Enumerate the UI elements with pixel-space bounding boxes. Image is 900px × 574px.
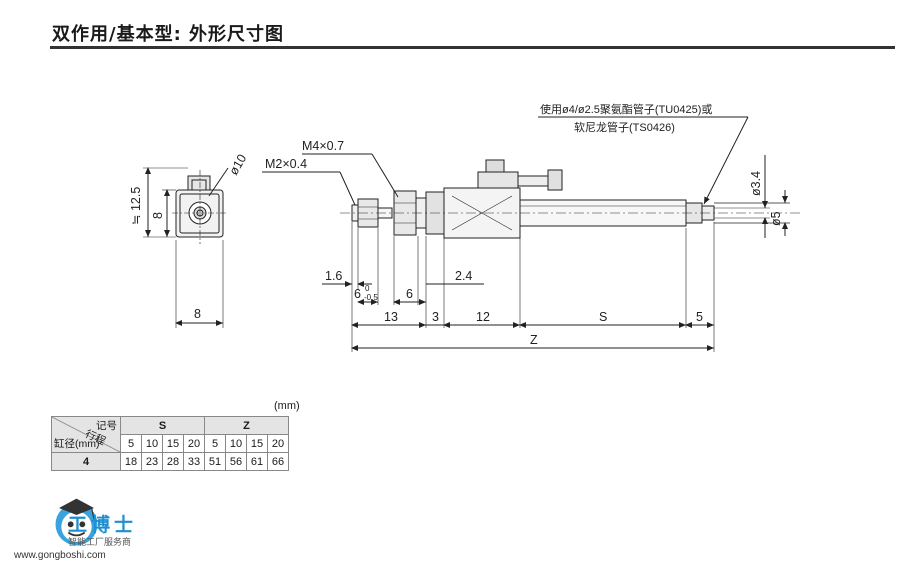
dim-3-label: 3 <box>432 310 439 324</box>
value-cell: 23 <box>141 452 163 471</box>
dim-phi10-label: ø10 <box>226 152 249 178</box>
dim-phi5-label: ø5 <box>769 211 783 226</box>
group-header-z: Z <box>204 416 289 435</box>
dim-s-label: S <box>599 310 607 324</box>
value-cell: 28 <box>162 452 184 471</box>
stroke-header: 5 <box>204 434 226 453</box>
side-view <box>262 116 800 352</box>
stroke-header: 15 <box>246 434 268 453</box>
dim-tol-lower: -0.5 <box>364 293 378 302</box>
front-view <box>143 167 229 328</box>
stroke-header: 15 <box>162 434 184 453</box>
thread-m4-label: M4×0.7 <box>302 139 344 153</box>
stroke-header: 5 <box>120 434 142 453</box>
page-title: 双作用/基本型: 外形尺寸图 <box>52 24 285 45</box>
value-cell: 66 <box>267 452 289 471</box>
stroke-header: 10 <box>141 434 163 453</box>
dim-13-label: 13 <box>384 310 398 324</box>
tube-note-line2: 软尼龙管子(TS0426) <box>574 120 675 134</box>
tube-note-line1: 使用ø4/ø2.5聚氨酯管子(TU0425)或 <box>540 102 712 116</box>
dim-8-vertical-label: 8 <box>151 212 165 219</box>
table-corner-cell: 记号 行程 缸径(mm) <box>51 416 121 453</box>
dim-12-label: 12 <box>476 310 490 324</box>
value-cell: 56 <box>225 452 247 471</box>
dim-2-4-label: 2.4 <box>455 269 472 283</box>
bore-cell: 4 <box>51 452 121 471</box>
logo-url: www.gongboshi.com <box>14 550 106 561</box>
dim-phi3-4-label: ø3.4 <box>749 171 763 196</box>
thread-m2-label: M2×0.4 <box>265 157 307 171</box>
corner-symbol-label: 记号 <box>96 420 117 432</box>
table-row: 4 18 23 28 33 51 56 61 66 <box>51 452 289 471</box>
title-divider <box>50 46 895 49</box>
table-unit: (mm) <box>274 400 300 412</box>
dim-5-label: 5 <box>696 310 703 324</box>
logo-name: 工博士 <box>68 514 138 536</box>
mascot-logo-icon <box>55 498 98 546</box>
dim-6-label: 6 <box>406 287 413 301</box>
value-cell: 33 <box>183 452 205 471</box>
dim-tol-upper: 0 <box>365 284 370 293</box>
value-cell: 51 <box>204 452 226 471</box>
dim-1-6-label: 1.6 <box>325 269 342 283</box>
group-header-s: S <box>120 416 205 435</box>
dim-8-horizontal-label: 8 <box>194 307 201 321</box>
stroke-header: 20 <box>183 434 205 453</box>
stroke-header: 10 <box>225 434 247 453</box>
logo-subtitle: 智能工厂服务商 <box>68 538 132 548</box>
corner-bore-label: 缸径(mm) <box>54 438 100 450</box>
dim-12-5-label: ≒ 12.5 <box>129 187 143 225</box>
stroke-header: 20 <box>267 434 289 453</box>
stroke-table: 记号 行程 缸径(mm) S Z 5 10 15 20 5 10 15 20 4… <box>51 416 289 471</box>
value-cell: 18 <box>120 452 142 471</box>
value-cell: 61 <box>246 452 268 471</box>
dim-6-tol-label: 6 <box>354 287 361 301</box>
dim-z-label: Z <box>530 333 538 347</box>
